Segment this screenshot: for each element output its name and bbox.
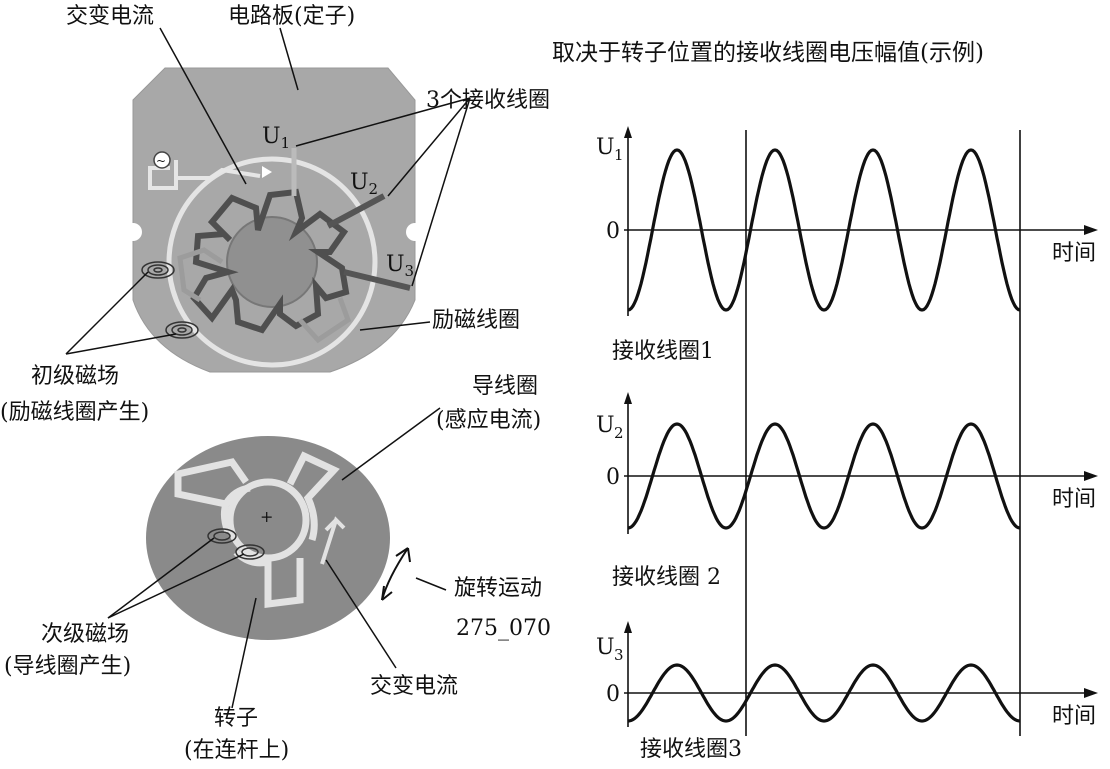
x-axis-arrowhead <box>1084 225 1098 235</box>
label-rotor-location: (在连杆上) <box>184 738 290 763</box>
rotary-arrowhead-bottom <box>381 585 393 601</box>
rotary-arrowhead-top <box>395 547 411 563</box>
chart-caption: 接收线圈1 <box>612 339 714 364</box>
y-axis-label-subscript: 2 <box>614 424 624 442</box>
y-axis-label-subscript: 3 <box>614 646 624 664</box>
label-ac-current-bottom: 交变电流 <box>370 674 459 699</box>
label-u2: U2 <box>350 170 379 198</box>
rotor-center-mark: + <box>260 507 273 526</box>
series-line <box>627 422 1021 530</box>
stator-center-disc <box>226 216 318 308</box>
label-primary-field: 初级磁场 <box>30 364 119 389</box>
label-secondary-field-source: (导线圈产生) <box>4 654 132 679</box>
label-wire-loop: 导线圈 <box>471 374 538 399</box>
label-u3: U3 <box>386 252 415 280</box>
rotor-body <box>146 436 390 640</box>
label-u1: U1 <box>262 124 291 152</box>
chart-caption: 接收线圈 2 <box>612 565 721 590</box>
primary-field-swirl-2 <box>165 321 199 339</box>
label-primary-field-source: (励磁线圈产生) <box>0 400 150 425</box>
series-line <box>627 663 1021 723</box>
u3-lead <box>343 269 411 291</box>
y-axis-arrowhead <box>624 126 632 138</box>
receiver-coil-track-2 <box>177 247 224 303</box>
receiver-coil-track-1 <box>190 188 350 334</box>
label-wire-loop-current: (感应电流) <box>436 408 542 433</box>
y-axis-arrowhead <box>624 392 632 404</box>
secondary-field-swirl-1 <box>207 528 237 544</box>
zero-tick-label: 0 <box>606 465 620 490</box>
label-excitation-coil: 励磁线圈 <box>432 308 521 333</box>
receiver-coil-track-3 <box>298 297 352 344</box>
label-circuit-board: 电路板(定子) <box>228 4 356 29</box>
y-axis-label: U <box>596 135 615 160</box>
x-axis-label: 时间 <box>1052 487 1096 512</box>
label-rotor: 转子 <box>213 706 258 731</box>
label-ac-current-top: 交变电流 <box>66 4 155 29</box>
primary-field-swirl-1 <box>141 261 175 279</box>
secondary-field-swirl-2 <box>235 544 265 560</box>
circuit-board-stator: ~ <box>124 67 424 373</box>
excitation-ring <box>166 156 378 368</box>
label-figure-code: 275_070 <box>456 616 551 641</box>
ac-source-icon <box>153 151 171 169</box>
rotor-disc: + <box>146 436 411 640</box>
y-axis-label: U <box>596 413 615 438</box>
u2-lead <box>326 193 386 229</box>
label-rotary-motion: 旋转运动 <box>454 576 543 601</box>
y-axis-label-subscript: 1 <box>614 146 624 164</box>
x-axis-arrowhead <box>1084 471 1098 481</box>
label-secondary-field: 次级磁场 <box>40 622 129 647</box>
ac-tilde-glyph: ~ <box>156 154 166 168</box>
zero-tick-label: 0 <box>606 682 620 707</box>
x-axis-label: 时间 <box>1052 704 1096 729</box>
conductor-loop <box>174 451 340 608</box>
current-arrow-icon <box>262 166 272 178</box>
zero-tick-label: 0 <box>606 219 620 244</box>
x-axis-label: 时间 <box>1052 241 1096 266</box>
label-three-receiver-coils: 3个接收线圈 <box>426 88 550 113</box>
leader-lines <box>65 27 471 709</box>
y-axis-arrowhead <box>624 621 632 633</box>
y-axis-label: U <box>596 635 615 660</box>
ac-lead-to-ring <box>176 167 261 180</box>
board-notch-left <box>124 223 142 241</box>
board-notch-right <box>406 223 424 241</box>
chart-caption: 接收线圈3 <box>640 737 742 762</box>
series-line <box>627 148 1021 312</box>
rotor-current-arrow-icon <box>320 516 346 565</box>
chart-title: 取决于转子位置的接收线圈电压幅值(示例) <box>552 40 984 66</box>
x-axis-arrowhead <box>1084 688 1098 698</box>
